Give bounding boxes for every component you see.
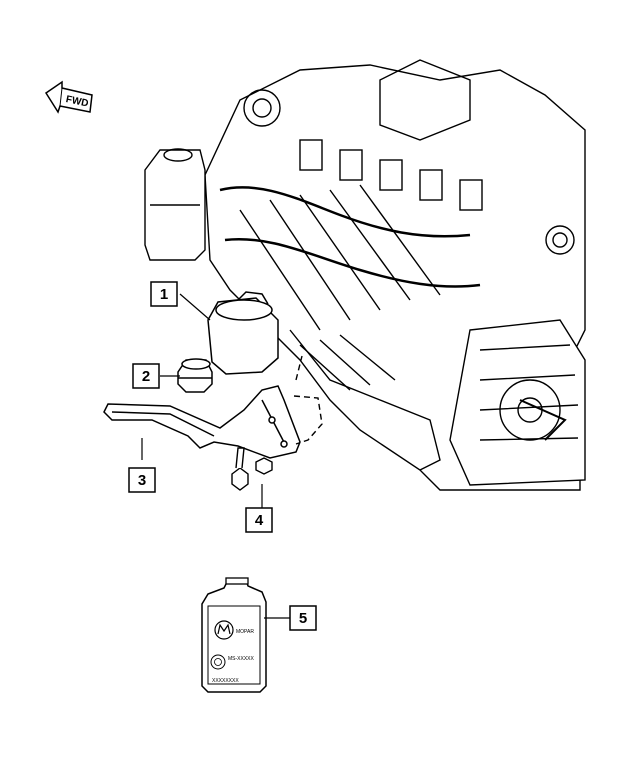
callout-3-label: 3 (138, 472, 146, 489)
callout-3: 3 (128, 467, 156, 493)
callout-2: 2 (132, 363, 160, 389)
bottle-spec-text: MS-XXXXX (228, 656, 255, 662)
bottle-logo-text: MOPAR (236, 629, 254, 635)
oil-filter (207, 291, 279, 375)
callout-4-label: 4 (255, 512, 264, 529)
callout-1-label: 1 (160, 286, 168, 303)
callout-1: 1 (150, 281, 178, 307)
callout-5: 5 (289, 605, 317, 631)
callout-5-label: 5 (299, 610, 307, 627)
bottle-seal-icon (210, 654, 226, 670)
engine-assembly (144, 59, 586, 491)
forward-direction-indicator: FWD (44, 80, 93, 114)
oil-bottle: MOPAR MS-XXXXX XXXXXXXX (201, 577, 267, 693)
fwd-label: FWD (65, 94, 90, 109)
bolt-pair (231, 447, 273, 491)
bottle-volume-text: XXXXXXXX (212, 678, 239, 684)
mopar-logo-icon (214, 620, 234, 640)
forward-arrow-icon (44, 80, 93, 114)
callout-2-label: 2 (142, 368, 150, 385)
mounting-bracket (103, 385, 301, 459)
oil-filter-adapter (177, 358, 213, 393)
leader-lines (141, 293, 290, 619)
callout-4: 4 (245, 507, 273, 533)
attachment-lines (293, 355, 323, 445)
